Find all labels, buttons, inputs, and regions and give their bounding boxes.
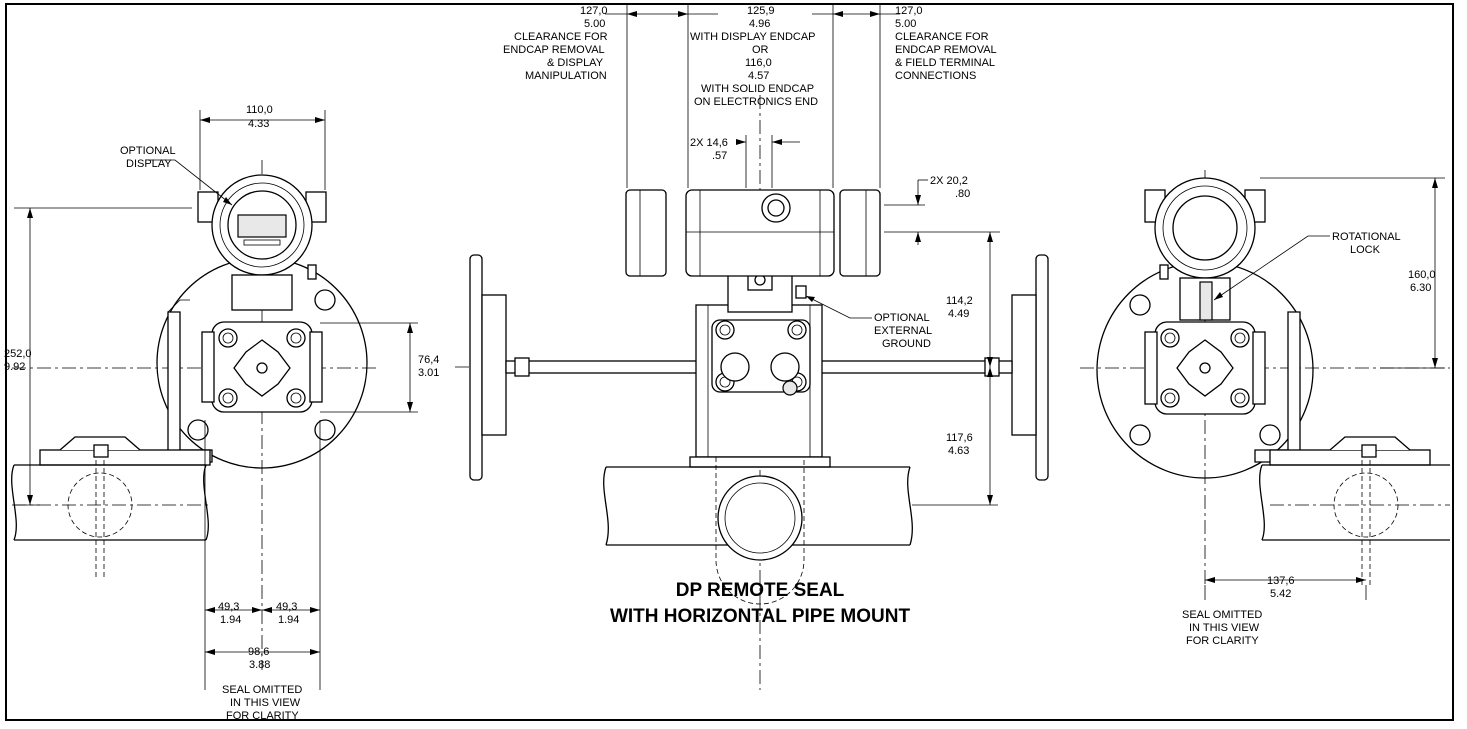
note-left-2: IN THIS VIEW	[230, 697, 301, 709]
left-pipe-break-left	[11, 464, 17, 541]
dim-14-in: .57	[712, 150, 727, 162]
center-seal-flange-right	[1035, 254, 1049, 481]
dim-14-mm: 2X 14,6	[690, 137, 728, 149]
dim-76-mm: 76,4	[418, 354, 439, 366]
label-optional-display-2: DISPLAY	[126, 158, 172, 170]
center-display-endcap	[625, 189, 667, 277]
dim-110-mm: 110,0	[246, 104, 273, 116]
dim-252-mm: 252,0	[4, 348, 32, 360]
width-note-1: WITH DISPLAY ENDCAP	[690, 31, 816, 43]
dim-160-mm: 160,0	[1408, 269, 1436, 281]
dim-49-left-in: 1.94	[220, 614, 241, 626]
rot-lock-line2: LOCK	[1350, 244, 1381, 256]
dim-117-in: 4.63	[948, 445, 969, 457]
dim-127-right-mm: 127,0	[895, 5, 923, 17]
width-note-4: ON ELECTRONICS END	[694, 96, 818, 108]
dim-116-in: 4.57	[748, 70, 769, 82]
center-pipe-section	[717, 475, 803, 561]
note-right-2: IN THIS VIEW	[1189, 622, 1260, 634]
width-note-3: WITH SOLID ENDCAP	[701, 83, 814, 95]
right-view	[1080, 170, 1450, 600]
dim-160-in: 6.30	[1410, 282, 1431, 294]
dim-76-in: 3.01	[418, 367, 439, 379]
ground-line1: OPTIONAL	[874, 312, 930, 324]
left-view	[11, 110, 418, 690]
label-optional-display: OPTIONAL	[120, 145, 176, 157]
ground-line3: GROUND	[882, 338, 931, 350]
dim-137-in: 5.42	[1270, 588, 1291, 600]
dim-49-right-in: 1.94	[278, 614, 299, 626]
center-seal-flange-left	[469, 254, 483, 481]
dim-116-mm: 116,0	[745, 57, 772, 69]
note-right-3: FOR CLARITY	[1186, 635, 1259, 647]
clear-right-line1: CLEARANCE FOR	[895, 31, 989, 43]
dim-127-left-mm: 127,0	[580, 5, 608, 17]
dim-114-mm: 114,2	[946, 295, 973, 307]
note-left-3: FOR CLARITY	[226, 710, 299, 722]
center-capillary-left	[505, 360, 707, 374]
dim-137-mm: 137,6	[1267, 575, 1295, 587]
left-display-window	[237, 214, 287, 238]
note-left-1: SEAL OMITTED	[222, 684, 302, 696]
clear-left-line1: CLEARANCE FOR	[514, 31, 608, 43]
dim-20-mm: 2X 20,2	[930, 175, 968, 187]
dim-125-mm: 125,9	[747, 5, 775, 17]
dim-252-in: 9.92	[4, 361, 25, 373]
clear-right-line4: CONNECTIONS	[895, 70, 976, 82]
right-housing	[1154, 177, 1256, 279]
clear-left-line4: MANIPULATION	[525, 70, 607, 82]
dim-125-in: 4.96	[749, 18, 770, 30]
drawing-title-line2: WITH HORIZONTAL PIPE MOUNT	[610, 606, 911, 627]
center-housing	[685, 189, 835, 277]
clear-right-line3: & FIELD TERMINAL	[895, 57, 995, 69]
dim-49-left-mm: 49,3	[218, 601, 239, 613]
dim-98-in: 3.88	[249, 659, 270, 671]
dim-98-mm: 98,6	[248, 646, 269, 658]
drawing-title-line1: DP REMOTE SEAL	[676, 580, 845, 601]
clear-left-line2: ENDCAP REMOVAL	[503, 44, 605, 56]
note-right-1: SEAL OMITTED	[1182, 609, 1262, 621]
rot-lock-line1: ROTATIONAL	[1332, 231, 1401, 243]
center-terminal-endcap	[839, 189, 881, 277]
dim-20-in: .80	[955, 188, 970, 200]
dim-49-right-mm: 49,3	[276, 601, 297, 613]
clear-right-line2: ENDCAP REMOVAL	[895, 44, 997, 56]
width-note-2: OR	[752, 44, 769, 56]
dim-110-in: 4.33	[248, 118, 269, 130]
dim-114-in: 4.49	[948, 308, 969, 320]
dim-117-mm: 117,6	[946, 432, 973, 444]
drawing-border	[5, 3, 1454, 721]
ground-line2: EXTERNAL	[874, 325, 932, 337]
center-capillary-right	[814, 360, 1013, 374]
dim-127-right-in: 5.00	[895, 18, 916, 30]
center-view	[455, 5, 1049, 690]
left-u-bolt	[59, 436, 141, 451]
dim-127-left-in: 5.00	[584, 18, 605, 30]
clear-left-line3: & DISPLAY	[547, 57, 604, 69]
